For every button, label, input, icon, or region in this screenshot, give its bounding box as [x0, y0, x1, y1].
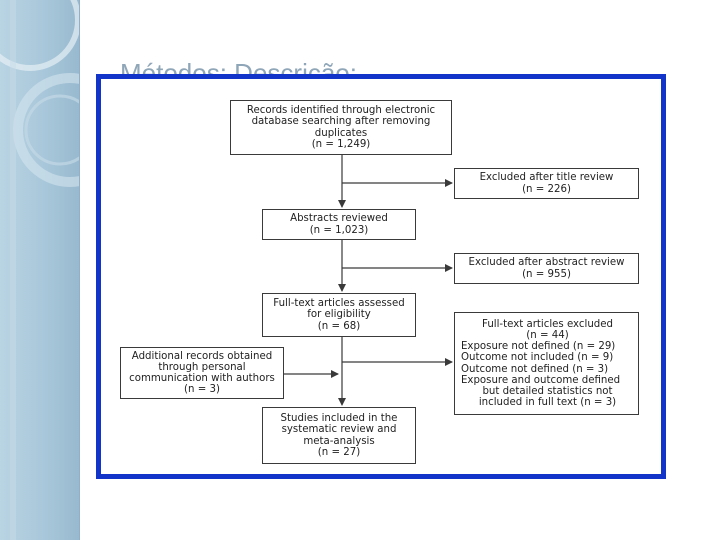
box-line: through personal	[158, 361, 246, 373]
box-line: for eligibility	[307, 309, 371, 321]
box-fulltext-excluded: Full-text articles excluded (n = 44) Exp…	[454, 312, 639, 415]
box-line: (n = 1,249)	[311, 138, 371, 150]
exclusion-reason: Outcome not included (n = 9)	[461, 352, 614, 364]
box-line: (n = 226)	[522, 183, 571, 195]
flowchart-connectors	[284, 155, 453, 406]
box-records-identified: Records identified through electronic da…	[230, 100, 452, 155]
exclusion-reason: but detailed statistics not	[482, 385, 613, 397]
box-fulltext-assessed: Full-text articles assessed for eligibil…	[262, 293, 416, 337]
side-decoration-band	[0, 0, 80, 540]
decorative-circles	[0, 0, 79, 540]
box-line: (n = 955)	[522, 268, 571, 280]
box-abstracts-reviewed: Abstracts reviewed (n = 1,023)	[262, 209, 416, 240]
box-excluded-abstract: Excluded after abstract review (n = 955)	[454, 253, 639, 284]
box-line: systematic review and	[281, 424, 397, 436]
box-additional-records: Additional records obtained through pers…	[120, 347, 284, 399]
exclusion-reason: Outcome not defined (n = 3)	[461, 363, 609, 375]
box-line: (n = 27)	[317, 446, 361, 458]
box-line: Excluded after abstract review	[468, 257, 625, 269]
box-heading-line: Full-text articles excluded	[482, 318, 613, 330]
exclusion-reason: Exposure not defined (n = 29)	[461, 341, 616, 353]
box-heading-line: (n = 44)	[526, 329, 569, 341]
box-line: meta-analysis	[303, 435, 375, 447]
box-line: Abstracts reviewed	[290, 213, 388, 225]
box-line: (n = 3)	[184, 384, 220, 396]
box-line: duplicates	[314, 127, 368, 139]
box-line: database searching after removing	[251, 116, 431, 128]
box-excluded-title: Excluded after title review (n = 226)	[454, 168, 639, 199]
box-line: (n = 1,023)	[309, 224, 369, 236]
exclusion-reason: Exposure and outcome defined	[461, 374, 621, 386]
flowchart-frame: Records identified through electronic da…	[96, 74, 666, 479]
box-line: Excluded after title review	[479, 172, 614, 184]
box-line: (n = 68)	[317, 320, 361, 332]
box-line: communication with authors	[129, 373, 275, 384]
box-line: Records identified through electronic	[246, 105, 436, 117]
box-line: Additional records obtained	[131, 350, 273, 362]
box-studies-included: Studies included in the systematic revie…	[262, 407, 416, 464]
box-line: Full-text articles assessed	[273, 298, 405, 310]
box-line: Studies included in the	[280, 413, 398, 425]
exclusion-reason: included in full text (n = 3)	[478, 397, 617, 409]
